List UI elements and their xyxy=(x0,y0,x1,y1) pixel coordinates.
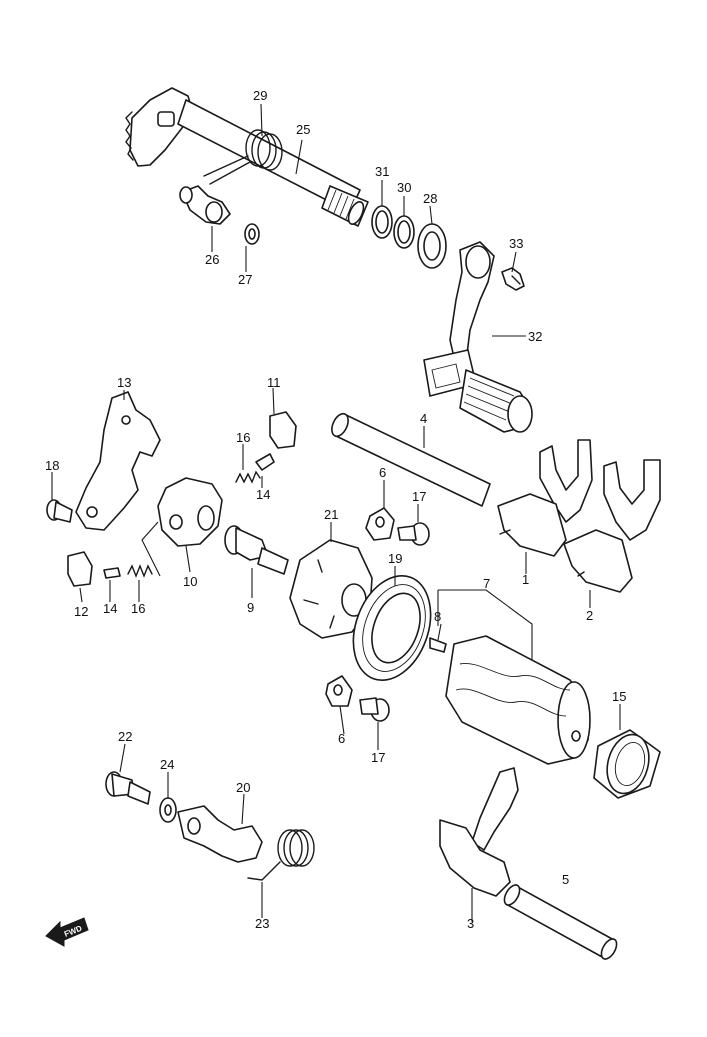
label-27: 27 xyxy=(238,272,252,287)
fork-shaft-4-part[interactable] xyxy=(329,411,491,507)
circlip-31-part[interactable] xyxy=(371,205,393,239)
label-6-top: 6 xyxy=(379,465,386,480)
bolt-18-part[interactable] xyxy=(46,499,73,523)
stopper-plate-6-bottom-part[interactable] xyxy=(325,675,353,707)
label-3: 3 xyxy=(467,916,474,931)
cam-stopper-bolt-9-part[interactable] xyxy=(224,525,289,575)
label-17-bottom: 17 xyxy=(371,750,385,765)
screw-17-top-part[interactable] xyxy=(397,522,430,546)
label-31: 31 xyxy=(375,164,389,179)
pin-14-left-part[interactable] xyxy=(103,567,121,579)
shift-fork-1-part[interactable] xyxy=(497,439,593,557)
shift-fork-3-part[interactable] xyxy=(439,767,519,897)
bolt-33-part[interactable] xyxy=(501,267,525,291)
label-13: 13 xyxy=(117,375,131,390)
label-18: 18 xyxy=(45,458,59,473)
label-14-bottom: 14 xyxy=(103,601,117,616)
label-9: 9 xyxy=(247,600,254,615)
label-12: 12 xyxy=(74,604,88,619)
spring-23-part[interactable] xyxy=(247,829,315,881)
spring-16-part[interactable] xyxy=(235,470,261,484)
return-spring-part[interactable] xyxy=(203,129,283,185)
label-16-top: 16 xyxy=(236,430,250,445)
roller-11-part[interactable] xyxy=(269,411,297,449)
label-11: 11 xyxy=(267,375,281,390)
label-14-top: 14 xyxy=(256,487,270,502)
label-25: 25 xyxy=(296,122,310,137)
label-28: 28 xyxy=(423,191,437,206)
shift-fork-2-part[interactable] xyxy=(563,459,661,593)
pin-14-part[interactable] xyxy=(255,453,275,471)
label-21: 21 xyxy=(324,507,338,522)
label-29: 29 xyxy=(253,88,267,103)
label-30: 30 xyxy=(397,180,411,195)
washer-24-part[interactable] xyxy=(159,797,177,823)
label-20: 20 xyxy=(236,780,250,795)
label-5: 5 xyxy=(562,872,569,887)
fork-shaft-5-part[interactable] xyxy=(501,882,619,961)
spring-16-left-part[interactable] xyxy=(127,564,153,578)
label-15: 15 xyxy=(612,689,626,704)
gearshift-cam-7-part[interactable] xyxy=(445,635,591,765)
label-26: 26 xyxy=(205,252,219,267)
oil-seal-28-part[interactable] xyxy=(417,223,447,269)
label-33: 33 xyxy=(509,236,523,251)
gearshift-lever-part[interactable] xyxy=(423,241,533,433)
bolt-22-part[interactable] xyxy=(105,771,151,805)
cam-plate-10-part[interactable] xyxy=(157,477,223,547)
roller-12-part[interactable] xyxy=(67,551,93,587)
pin-8-part[interactable] xyxy=(429,637,447,653)
label-17-top: 17 xyxy=(412,489,426,504)
label-32: 32 xyxy=(528,329,542,344)
part-number-labels: 29 25 31 30 28 33 32 26 27 13 11 4 16 18… xyxy=(45,88,626,931)
label-24: 24 xyxy=(160,757,174,772)
arm-20-part[interactable] xyxy=(177,805,263,863)
bearing-15-part[interactable] xyxy=(593,729,661,799)
leader-lines xyxy=(51,103,621,922)
label-7: 7 xyxy=(483,576,490,591)
label-8: 8 xyxy=(434,609,441,624)
label-4: 4 xyxy=(420,411,427,426)
label-1: 1 xyxy=(522,572,529,587)
stopper-arm-13-part[interactable] xyxy=(75,391,161,531)
bearing-19-part[interactable] xyxy=(340,565,445,691)
stopper-plate-6-top-part[interactable] xyxy=(365,507,395,541)
fwd-arrow-icon: FWD xyxy=(45,917,89,947)
label-2: 2 xyxy=(586,608,593,623)
label-16-bottom: 16 xyxy=(131,601,145,616)
label-6-bottom: 6 xyxy=(338,731,345,746)
label-19: 19 xyxy=(388,551,402,566)
label-23: 23 xyxy=(255,916,269,931)
washer-27-part[interactable] xyxy=(244,223,260,245)
pin-bolt-part[interactable] xyxy=(179,185,231,225)
washer-30-part[interactable] xyxy=(393,215,415,249)
label-22: 22 xyxy=(118,729,132,744)
label-10: 10 xyxy=(183,574,197,589)
screw-17-bottom-part[interactable] xyxy=(359,697,390,722)
